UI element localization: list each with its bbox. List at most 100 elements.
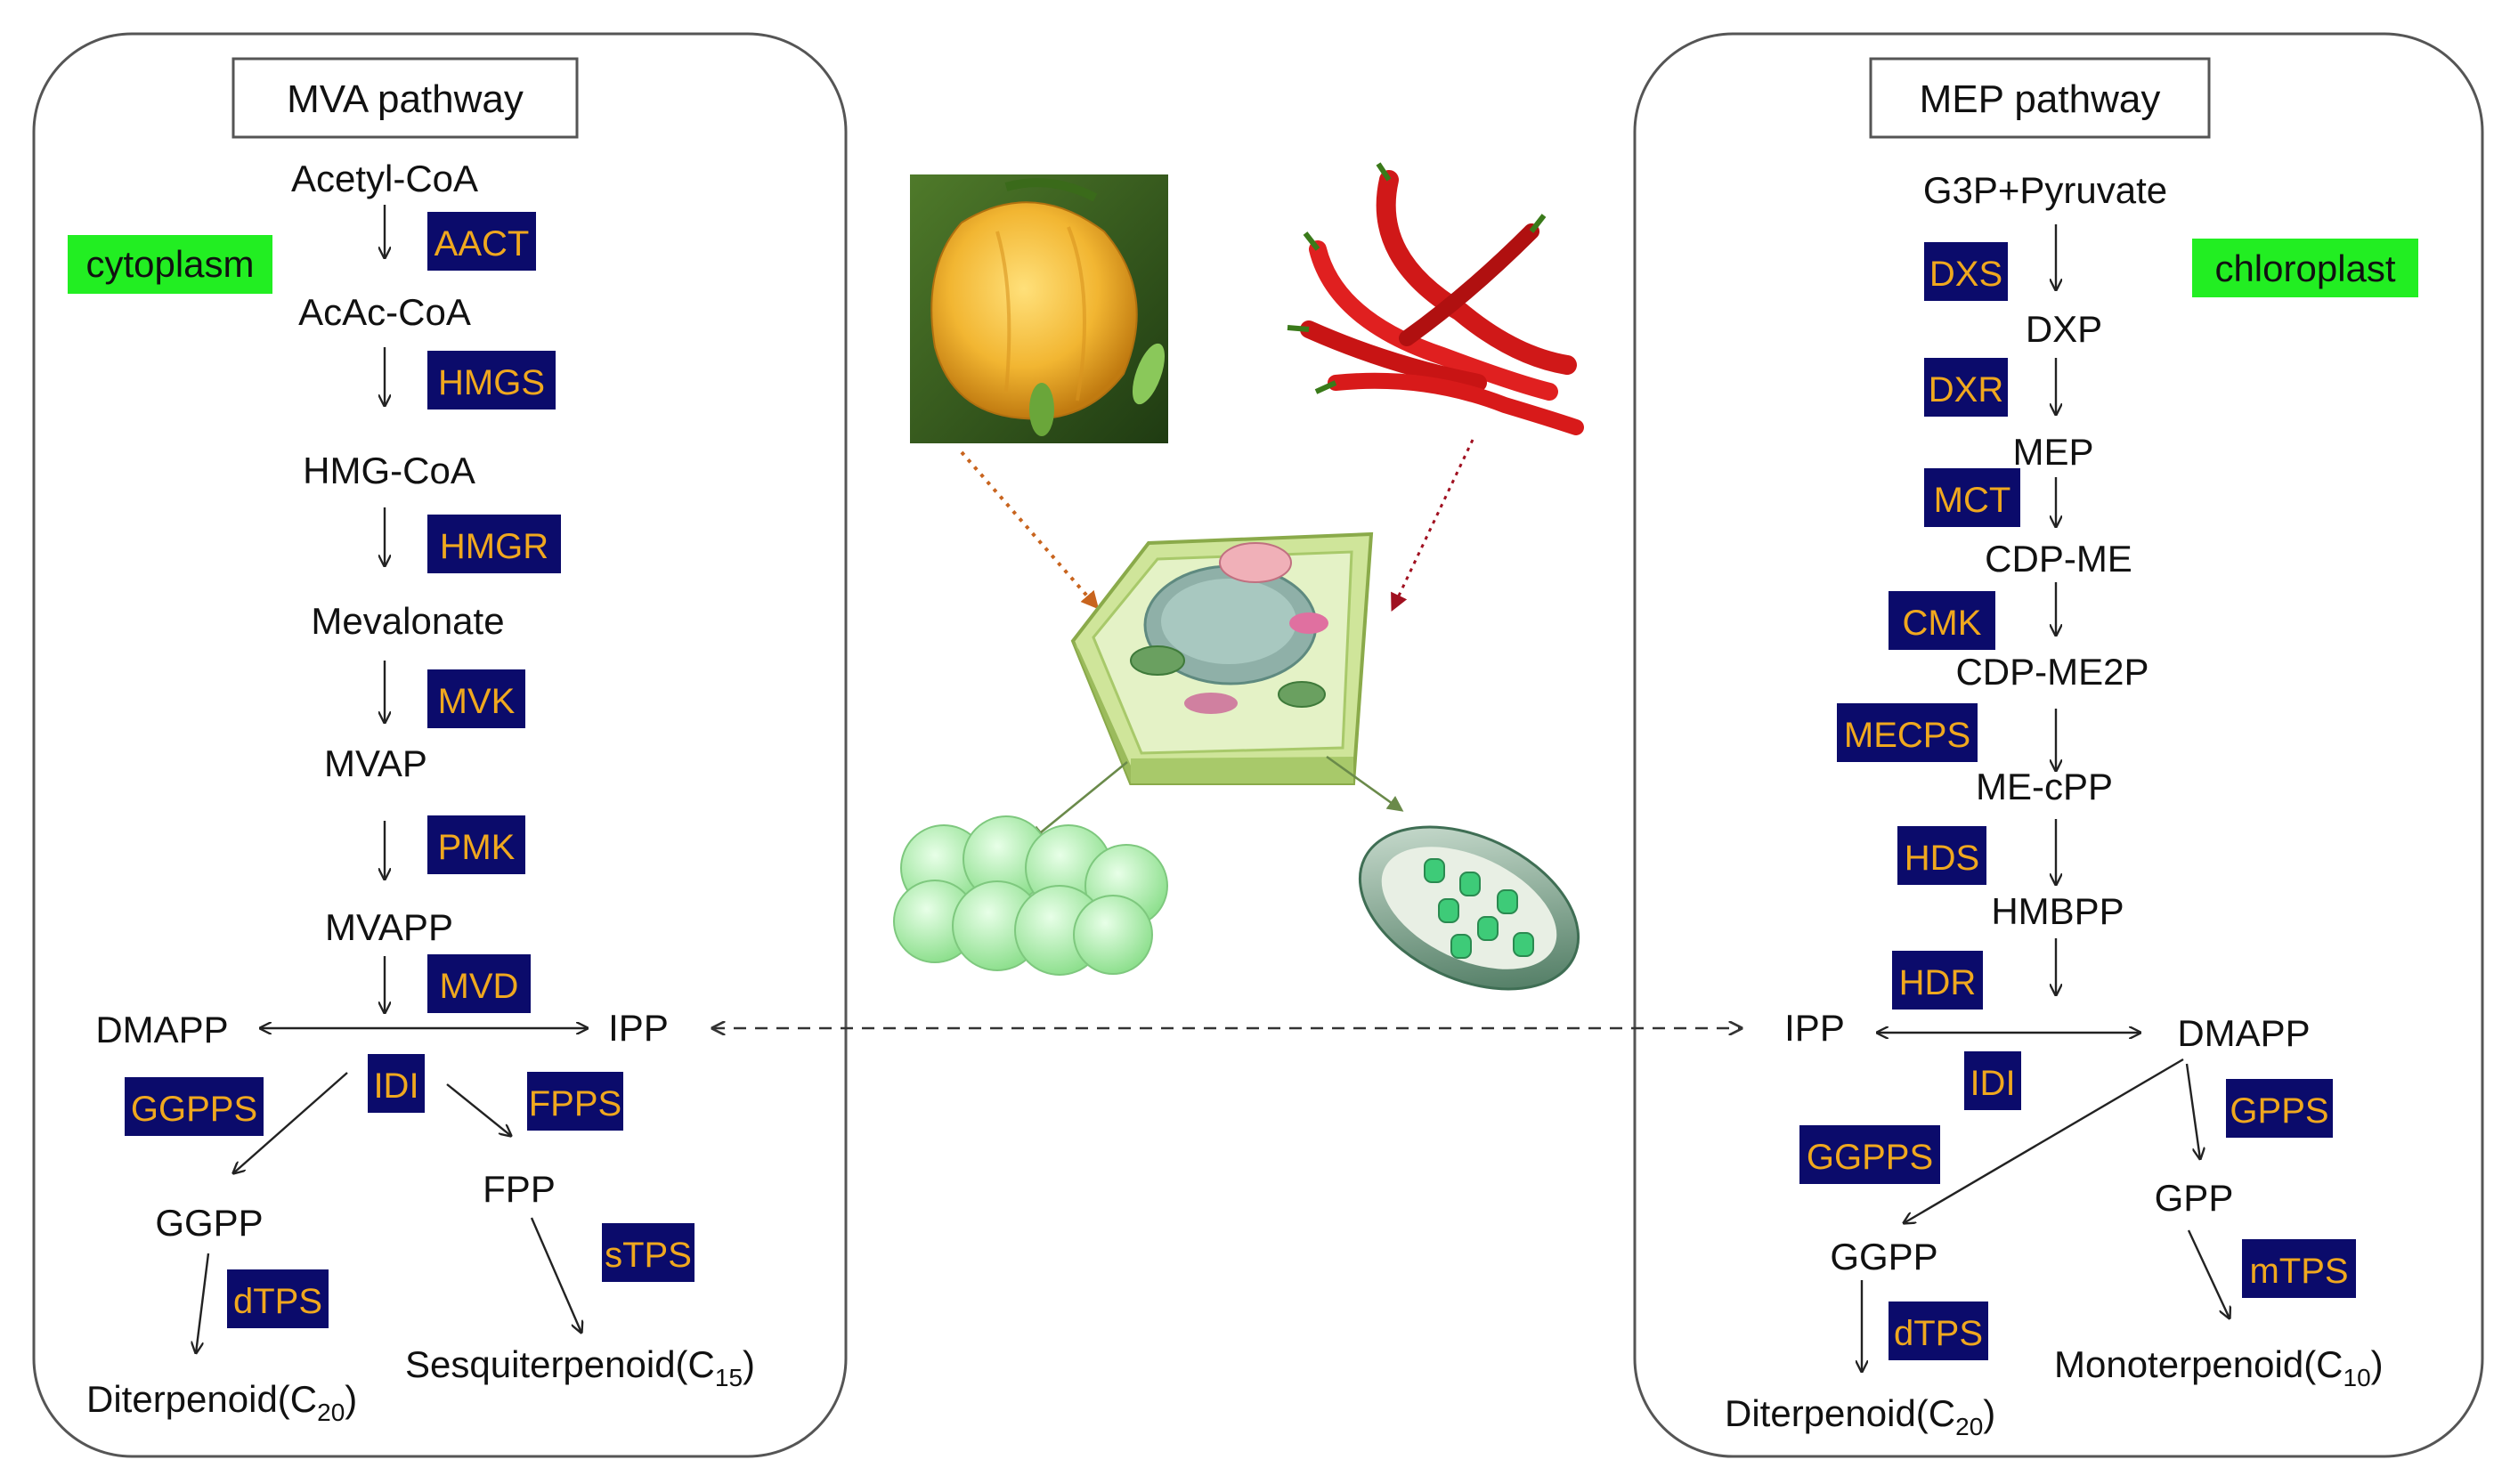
acetyl-coa: Acetyl-CoA [291,158,478,199]
dxp: DXP [2026,308,2102,350]
chloroplast-illustration [1358,825,1580,991]
cell-to-vesicles-arrow [1028,760,1128,842]
enzyme-mct-bg [1924,468,2020,527]
enzyme-mep-ggpps-bg [1799,1125,1940,1184]
enzyme-mct: MCT [1934,481,2011,520]
cell-to-chloroplast-arrow [1326,755,1404,812]
enzyme-mva-idi: IDI [373,1066,418,1106]
enzyme-dxs-bg [1924,242,2008,301]
mva-title: MVA pathway [287,77,524,121]
chloroplast-label-bg [2192,239,2418,297]
enzyme-mvk: MVK [438,682,516,721]
mep-dmapp: DMAPP [2177,1012,2310,1054]
mep-title-box [1869,57,2211,139]
enzyme-dxr-bg [1924,358,2008,417]
enzyme-mvd-bg [427,954,531,1013]
enzyme-aact: AACT [435,224,530,264]
mva-diterpenoid: Diterpenoid(C20) [86,1378,357,1426]
cytoplasm-label: cytoplasm [85,243,254,285]
enzyme-mep-dtps-bg [1889,1302,1988,1360]
acac-coa: AcAc-CoA [298,291,471,333]
me-cpp: ME-cPP [1976,766,2113,807]
enzyme-cmk-bg [1889,591,1995,650]
mep-ggpp: GGPP [1830,1236,1937,1277]
mep-diterpenoid: Diterpenoid(C20) [1725,1392,1995,1440]
mep-ipp: IPP [1784,1007,1845,1049]
plant-cell-illustration [1070,531,1374,785]
hmg-coa: HMG-CoA [303,450,475,491]
mva-panel-border [32,32,848,1458]
enzyme-mva-ggpps-bg [125,1077,264,1136]
mva-ggpps-arrow [233,1072,348,1173]
enzyme-hdr-bg [1892,951,1983,1010]
enzyme-mvk-bg [427,669,525,728]
enzyme-hds-bg [1897,826,1986,885]
hmbpp: HMBPP [1991,890,2124,932]
enzyme-mva-dtps-bg [227,1269,329,1328]
enzyme-gpps-bg [2226,1079,2333,1138]
enzyme-hmgr-bg [427,515,561,573]
chloroplast-label: chloroplast [2214,247,2395,289]
enzyme-fpps-bg [527,1072,623,1131]
sesquiterpenoid: Sesquiterpenoid(C15) [405,1343,755,1391]
cytoplasm-label-bg [68,235,272,294]
red-to-cell-arrow [1391,439,1474,612]
enzyme-mtps: mTPS [2249,1252,2348,1291]
enzyme-mva-dtps: dTPS [233,1282,322,1321]
enzyme-mep-idi: IDI [1970,1064,2015,1103]
mva-dtps-arrow [196,1253,210,1353]
fpp: FPP [483,1168,556,1210]
enzyme-mvd: MVD [440,967,519,1006]
enzyme-fpps: FPPS [529,1084,621,1123]
enzyme-mep-ggpps: GGPPS [1807,1138,1933,1177]
enzyme-mva-idi-bg [368,1054,425,1113]
yellow-to-cell-arrow [960,450,1100,610]
enzyme-cmk: CMK [1903,604,1982,643]
enzyme-mecps-bg [1837,703,1978,762]
enzyme-dxs: DXS [1929,255,2002,294]
mep-panel-border [1633,32,2484,1458]
enzyme-hds: HDS [1905,839,1979,878]
enzyme-stps: sTPS [605,1236,692,1275]
mva-fpps-arrow [446,1083,511,1136]
enzyme-pmk-bg [427,815,525,874]
enzyme-hmgr: HMGR [440,527,548,566]
mva-ipp: IPP [608,1007,669,1049]
g3p-pyruvate: G3P+Pyruvate [1923,169,2167,211]
mva-panel: MVA pathway cytoplasm Acetyl-CoA AcAc-Co… [32,32,848,1458]
mva-stps-arrow [530,1217,581,1333]
enzyme-dxr: DXR [1929,370,2003,410]
enzyme-hmgs: HMGS [438,363,545,402]
enzyme-mep-idi-bg [1964,1051,2021,1110]
mep-ggpps-arrow [1904,1058,2184,1223]
enzyme-stps-bg [602,1223,695,1282]
yellow-pepper-photo [910,174,1168,443]
mep-title: MEP pathway [1920,77,2161,121]
mep-mtps-arrow [2187,1229,2230,1318]
mva-dmapp: DMAPP [95,1009,228,1050]
mvap: MVAP [324,742,427,784]
mva-ggpp: GGPP [155,1202,263,1244]
mevalonate: Mevalonate [311,600,504,642]
cdp-me: CDP-ME [1985,538,2132,580]
mep-gpps-arrow [2185,1063,2200,1159]
enzyme-hmgs-bg [427,351,556,410]
enzyme-mva-ggpps: GGPPS [131,1090,257,1129]
mep: MEP [2012,431,2093,473]
mvapp: MVAPP [325,906,453,948]
enzyme-mecps: MECPS [1844,716,1970,755]
vesicle-cluster-illustration [893,815,1168,976]
monoterpenoid: Monoterpenoid(C10) [2054,1343,2384,1391]
enzyme-hdr: HDR [1899,963,1977,1002]
mva-title-box [232,57,579,139]
red-chili-pepper-photo [1287,162,1584,435]
enzyme-mtps-bg [2242,1239,2356,1298]
cdp-me2p: CDP-ME2P [1955,651,2149,693]
enzyme-gpps: GPPS [2230,1091,2328,1131]
enzyme-mep-dtps: dTPS [1894,1314,1983,1353]
gpp: GPP [2155,1177,2234,1219]
mep-panel: MEP pathway chloroplast G3P+Pyruvate DXP… [1633,32,2484,1458]
enzyme-pmk: PMK [438,828,516,867]
